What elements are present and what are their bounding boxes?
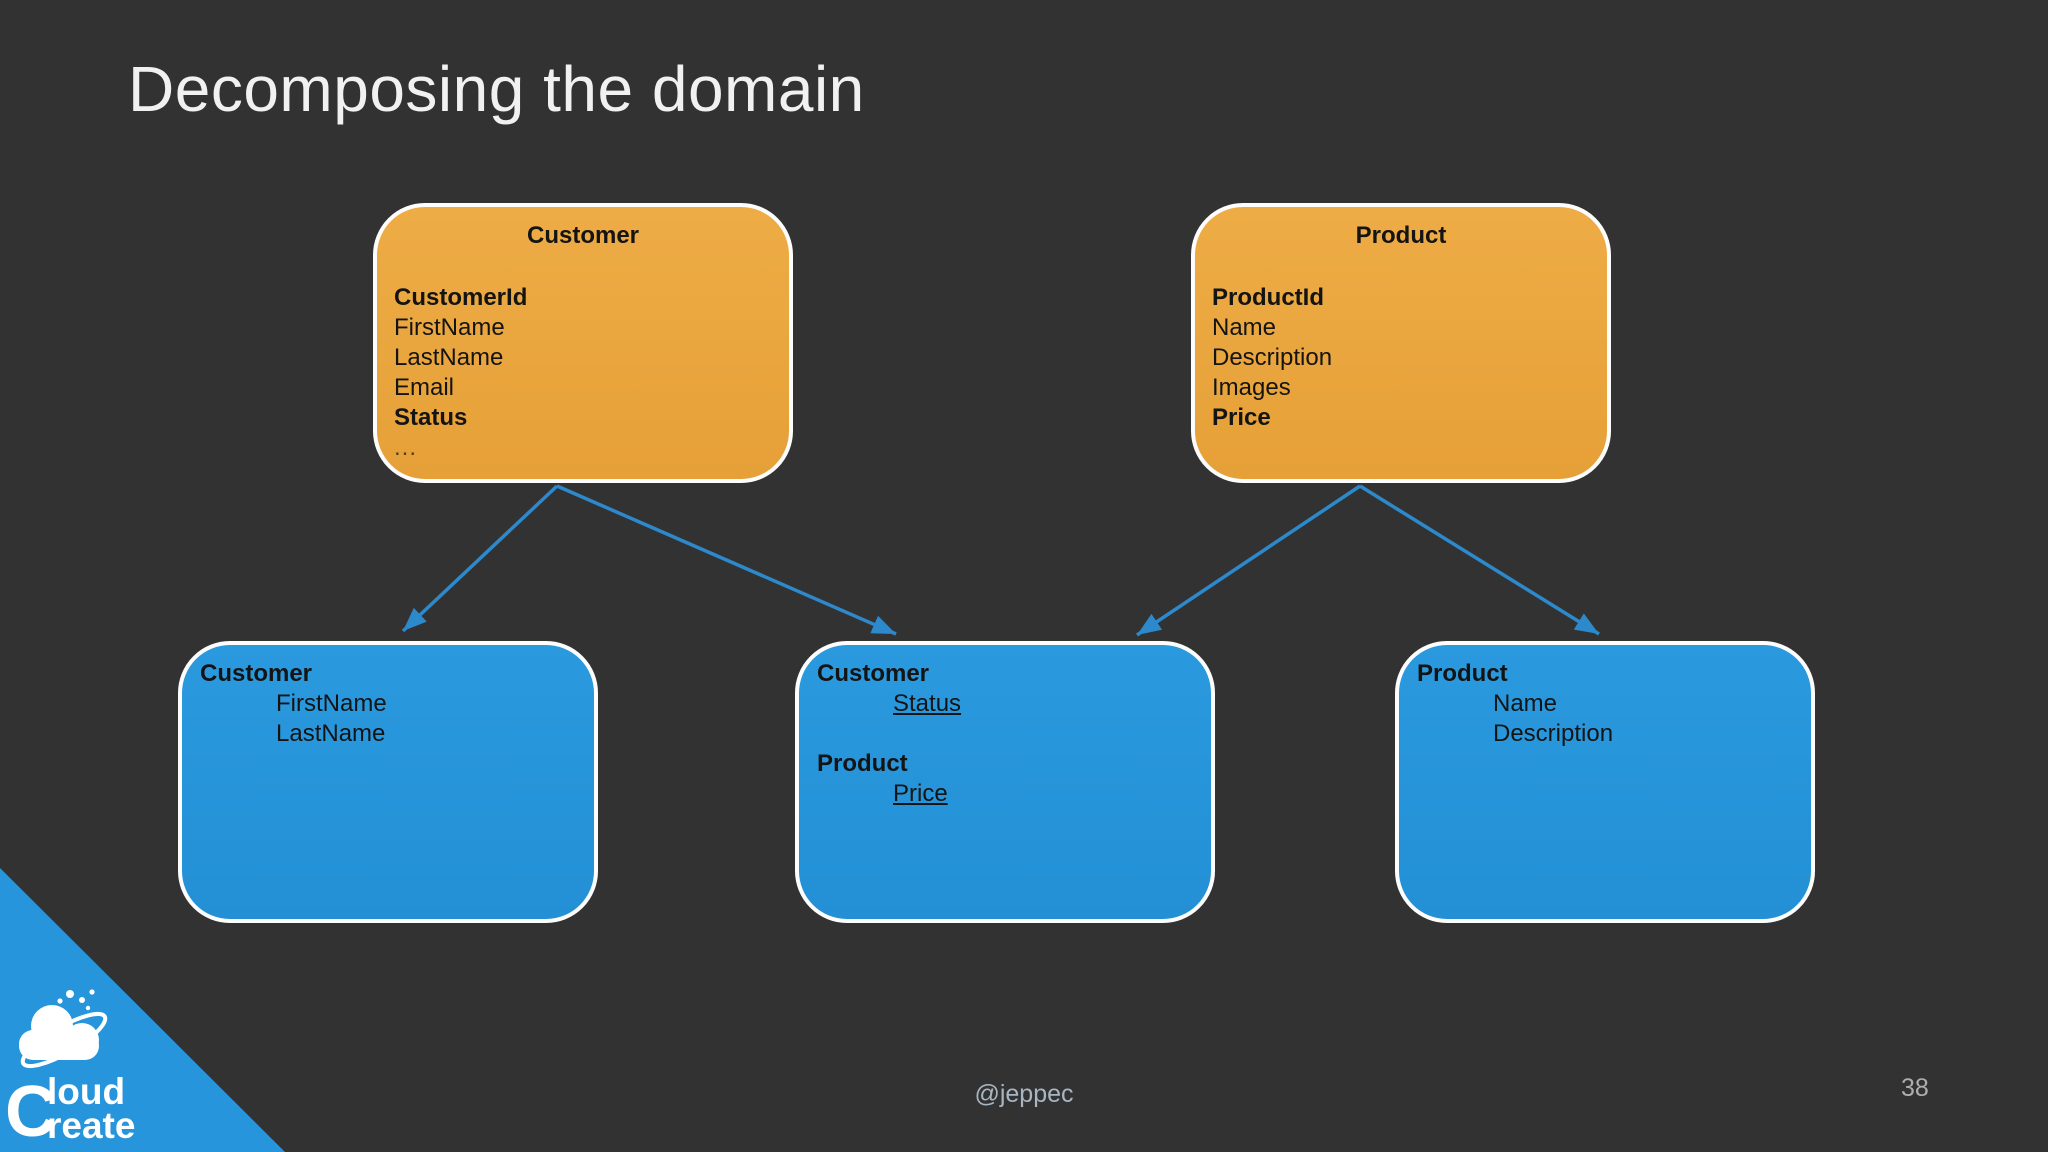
- field-description: Description: [1493, 720, 1614, 747]
- service-customer-status-product-price: Customer Status Product Price: [795, 641, 1215, 923]
- entity-title: Product: [1355, 222, 1447, 249]
- group-title: Product: [1417, 660, 1508, 687]
- field-description: Description: [1212, 344, 1333, 371]
- field-productid: ProductId: [1212, 284, 1324, 311]
- field-lastname: LastName: [276, 720, 386, 747]
- arrow-product-to-middle: [1136, 484, 1361, 637]
- service-customer-names: Customer FirstName LastName: [178, 641, 598, 923]
- field-name: Name: [1493, 690, 1558, 717]
- page-number: 38: [1901, 1074, 1929, 1102]
- arrow-customer-to-middle: [556, 484, 897, 636]
- field-status: Status: [394, 404, 468, 431]
- field-email: Email: [394, 374, 455, 401]
- entity-product: Product ProductId Name Description Image…: [1191, 203, 1611, 483]
- group-title: Customer: [817, 660, 930, 687]
- field-customerid: CustomerId: [394, 284, 528, 311]
- group-title: Customer: [200, 660, 313, 687]
- logo-line2: reate: [47, 1105, 135, 1146]
- field-images: Images: [1212, 374, 1291, 401]
- field-status: Status: [893, 690, 962, 717]
- entity-title: Customer: [526, 222, 640, 249]
- arrow-product-to-right: [1359, 484, 1600, 636]
- field-price: Price: [1212, 404, 1271, 431]
- field-firstname: FirstName: [394, 314, 505, 341]
- service-product-catalog: Product Name Description: [1395, 641, 1815, 923]
- entity-customer: Customer CustomerId FirstName LastName E…: [373, 203, 793, 483]
- author-handle: @jeppec: [974, 1080, 1074, 1108]
- field-name: Name: [1212, 314, 1277, 341]
- field-firstname: FirstName: [276, 690, 387, 717]
- cloud-icon: [19, 989, 99, 1060]
- group-title: Product: [817, 750, 908, 777]
- orbit-ring: [20, 1011, 108, 1069]
- field-ellipsis: ...: [394, 434, 418, 461]
- field-price: Price: [893, 780, 948, 807]
- field-lastname: LastName: [394, 344, 504, 371]
- arrow-customer-to-left: [401, 484, 559, 633]
- page-title: Decomposing the domain: [128, 53, 865, 125]
